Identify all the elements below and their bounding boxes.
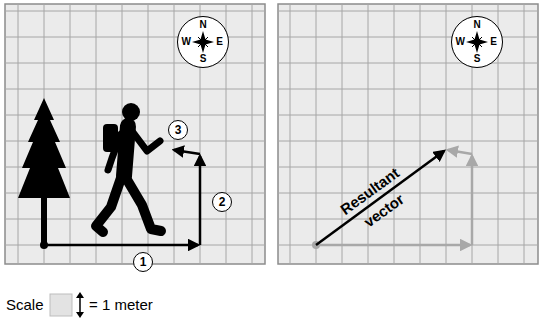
hiker-leg: [96, 178, 121, 232]
scale-arrow-head: [76, 312, 84, 318]
hiker-head: [122, 103, 140, 121]
vector-arrow: [199, 156, 202, 245]
vector-arrow: [44, 244, 198, 247]
compass-face: [178, 17, 228, 67]
callout-circle: 3: [168, 120, 188, 140]
tree-figure: [18, 98, 70, 249]
grid-panel: [5, 4, 265, 264]
grid-panel: [278, 4, 538, 264]
component-arrow: [316, 244, 470, 247]
scale-label: = 1 meter: [89, 296, 153, 314]
hiker-figure: [96, 103, 161, 232]
grid-lines: [5, 4, 265, 264]
grid-background: [278, 4, 538, 264]
direction-letter: E: [485, 34, 502, 51]
component-arrow: [471, 156, 474, 245]
direction-letter: W: [178, 34, 195, 51]
compass-star: [198, 37, 208, 47]
scale-label: Scale: [6, 296, 44, 314]
hiker-arm: [132, 131, 160, 151]
hiker-leg: [126, 178, 161, 231]
callout-number: 3: [175, 124, 182, 136]
callout-number: 1: [140, 256, 147, 268]
callout-number: 2: [219, 196, 226, 208]
tree-foliage: [18, 98, 70, 198]
direction-letter: S: [469, 50, 486, 67]
compass-star: [472, 37, 482, 47]
grid-background: [5, 4, 265, 264]
vector-arrow: [174, 150, 200, 154]
callout-circle: 2: [212, 192, 232, 212]
compass-rose: NWES: [451, 16, 503, 68]
scale-arrow-head: [76, 292, 84, 298]
compass-star: [466, 31, 488, 53]
compass-symbol: [452, 17, 502, 67]
compass-star: [192, 31, 214, 53]
vectors: [44, 150, 200, 245]
scale-swatch: [50, 294, 72, 316]
direction-letter: N: [469, 17, 486, 34]
direction-letter: N: [195, 17, 212, 34]
scale-arrow: [76, 292, 84, 318]
direction-letter: S: [195, 50, 212, 67]
compass-symbol: [178, 17, 228, 67]
vectors: [312, 150, 472, 249]
compass-face: [452, 17, 502, 67]
compass-rose: NWES: [177, 16, 229, 68]
grid-lines: [278, 4, 538, 264]
hiker-torso: [124, 126, 128, 176]
resultant-arrow: [316, 151, 444, 245]
hiker-arm: [108, 134, 121, 170]
scale-arrow-shaft: [79, 297, 81, 313]
direction-letter: W: [452, 34, 469, 51]
callout-circle: 1: [133, 252, 153, 272]
direction-letter: E: [211, 34, 228, 51]
component-arrow: [448, 150, 472, 154]
tree-trunk: [41, 192, 47, 245]
